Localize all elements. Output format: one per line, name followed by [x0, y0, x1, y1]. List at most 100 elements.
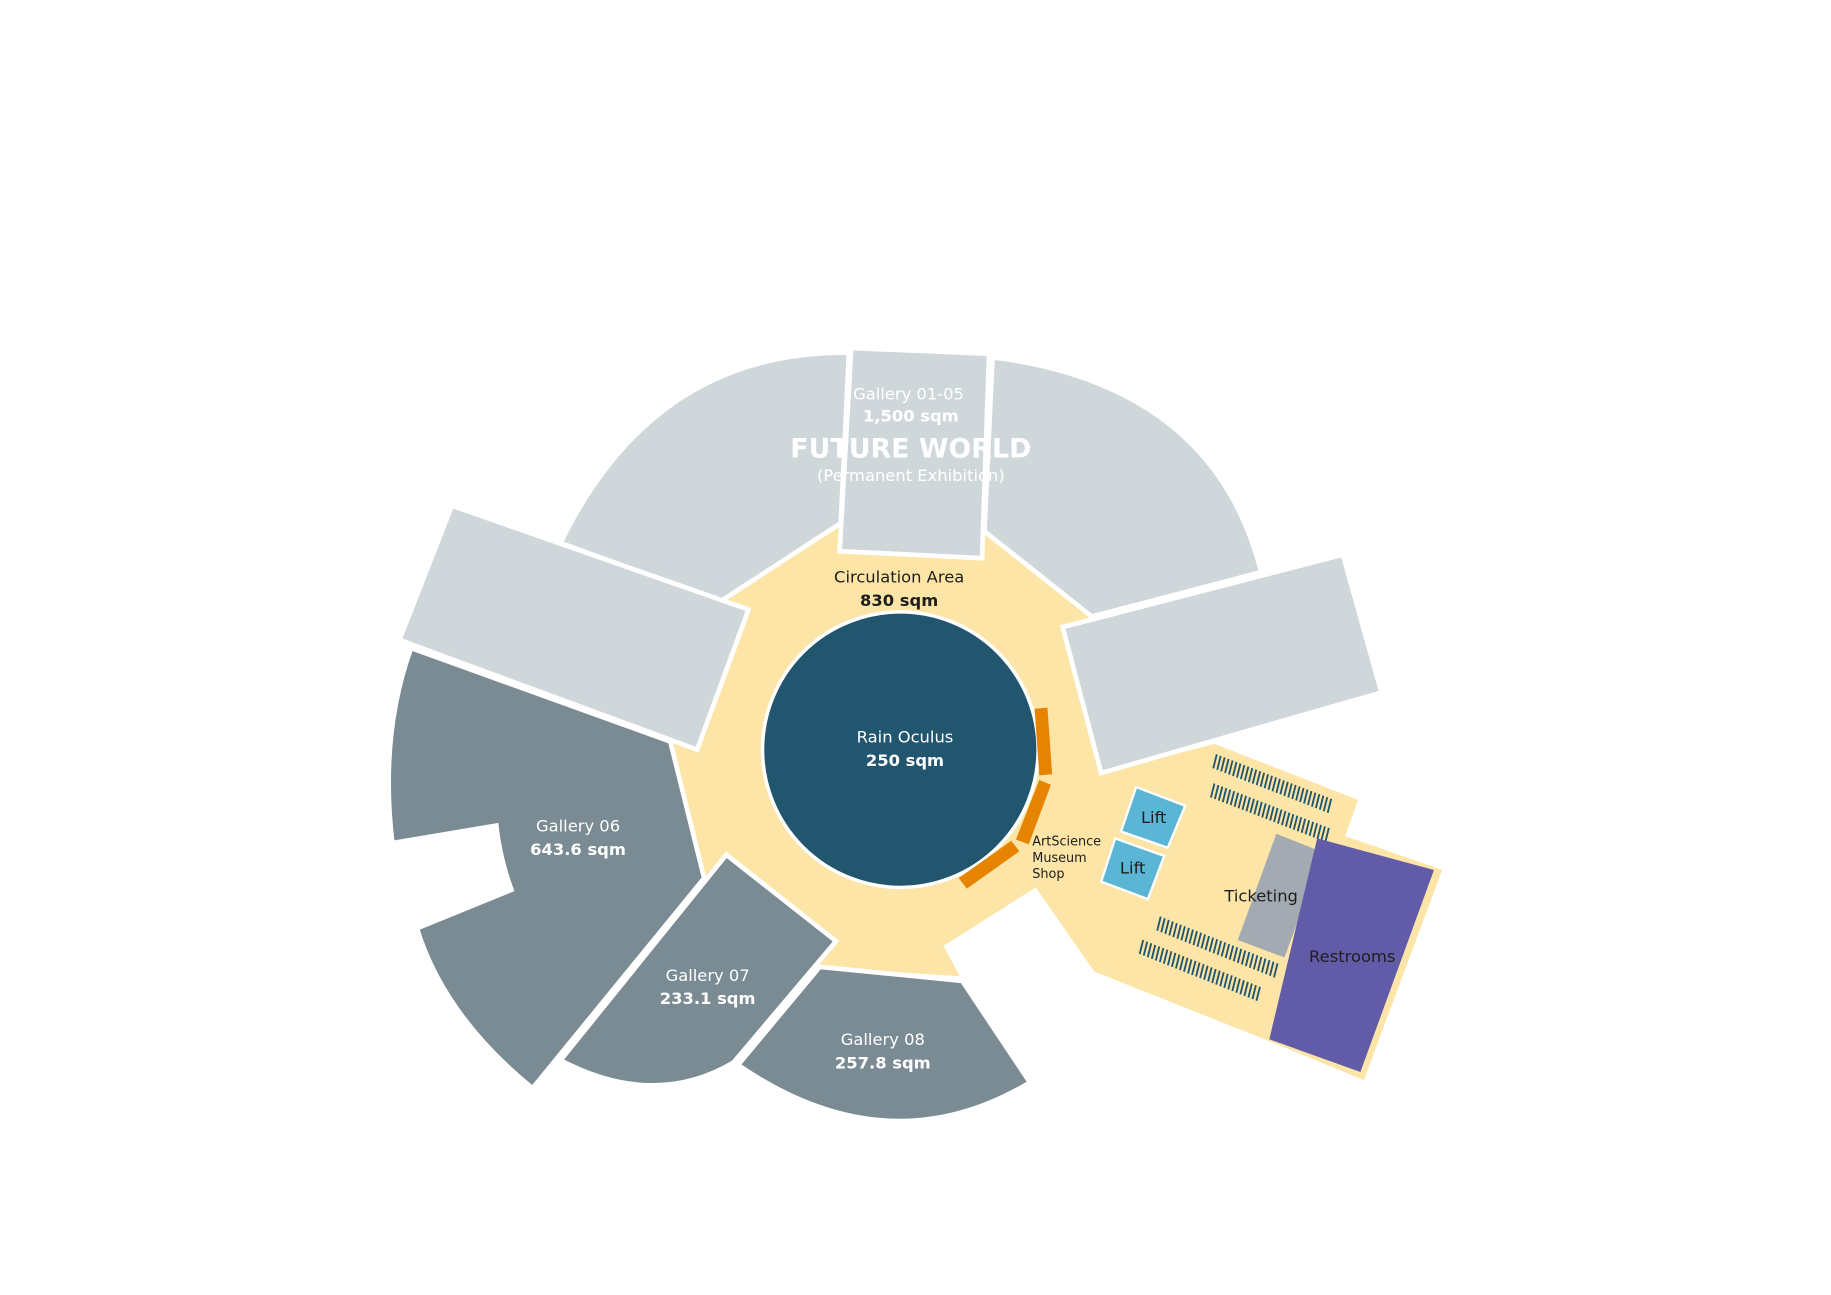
gallery-06[interactable] — [386, 645, 707, 1092]
hatch-mark — [1228, 760, 1234, 775]
ticketing-label: Ticketing — [1223, 886, 1298, 905]
gallery-left-block[interactable] — [396, 502, 752, 753]
hatch-mark — [1261, 958, 1267, 973]
hatch-mark — [1322, 796, 1329, 812]
hatch-mark — [1183, 957, 1189, 972]
hatch-mark — [1269, 806, 1275, 821]
hatch-mark — [1271, 777, 1277, 792]
hatch-mark — [1228, 945, 1235, 960]
hatch-mark — [1215, 970, 1221, 985]
gallery-01-05-right-wing[interactable] — [982, 354, 1264, 620]
hatch-mark — [1146, 943, 1153, 958]
hatch-mark — [1326, 798, 1333, 813]
gallery-01-05-center[interactable] — [837, 345, 992, 561]
hatch-mark — [1255, 986, 1261, 1001]
hatch-mark — [1212, 754, 1218, 769]
shop-segment — [1015, 780, 1051, 845]
oculus-label: Rain Oculus — [857, 728, 954, 747]
hatch-mark — [1244, 951, 1251, 967]
hatch-mark — [1267, 775, 1273, 791]
hatch-mark — [1180, 926, 1186, 941]
hatch-mark — [1203, 965, 1209, 981]
hatch-mark — [1308, 821, 1314, 837]
oculus-area: 250 sqm — [866, 751, 944, 770]
hatch-mark — [1249, 798, 1255, 814]
hatch-mark — [1217, 786, 1224, 801]
hatch-mark — [1263, 774, 1269, 789]
gallery-01-05-left-wing[interactable] — [557, 350, 852, 604]
hatch-mark — [1287, 783, 1293, 798]
hatch-mark — [1299, 787, 1305, 803]
hatch-mark — [1227, 975, 1233, 990]
hatch-mark — [1252, 955, 1259, 970]
hatch-mark — [1261, 803, 1267, 818]
circulation-label: Circulation Area — [834, 568, 964, 587]
gallery-06-label: Gallery 06 — [536, 816, 620, 835]
lift-1[interactable] — [1119, 785, 1187, 850]
hatch-mark — [1247, 983, 1253, 998]
hatch-mark — [1279, 780, 1285, 795]
museum-shop[interactable] — [958, 707, 1053, 889]
hatch-mark — [1277, 809, 1283, 824]
hatch-mark — [1216, 940, 1223, 956]
gallery-08[interactable] — [734, 964, 1034, 1124]
hatch-mark — [1311, 792, 1317, 807]
hatch-mark — [1235, 978, 1241, 993]
hatch-mark — [1324, 827, 1330, 843]
hatch-mark — [1220, 942, 1227, 957]
hatch-mark — [1199, 963, 1205, 979]
hatch-mark — [1236, 948, 1243, 964]
hatch-mark — [1241, 795, 1247, 811]
hatch-mark — [1303, 789, 1309, 804]
gallery-01-05[interactable] — [396, 345, 1385, 776]
hatch-mark — [1239, 980, 1245, 995]
hatch-mark — [1256, 956, 1263, 972]
escalator-hatching — [1138, 754, 1333, 1001]
gallery-01-05-label: Gallery 01-05 — [853, 384, 964, 403]
gallery-08-label: Gallery 08 — [841, 1030, 925, 1049]
ticketing-counter[interactable] — [1237, 833, 1324, 958]
lift-2-label: Lift — [1120, 858, 1146, 877]
hatch-mark — [1296, 816, 1303, 832]
hatch-mark — [1187, 959, 1193, 974]
hatch-mark — [1300, 818, 1307, 833]
gallery-right-block[interactable] — [1059, 551, 1385, 776]
shop-label-line3: Shop — [1032, 867, 1064, 882]
lift-2[interactable] — [1099, 836, 1166, 901]
hatch-mark — [1232, 947, 1239, 962]
hatch-mark — [1239, 764, 1246, 780]
hatch-mark — [1211, 968, 1217, 984]
hatch-mark — [1292, 815, 1299, 830]
hatch-mark — [1223, 973, 1229, 989]
hatch-mark — [1269, 961, 1275, 976]
lift-1-label: Lift — [1141, 808, 1167, 827]
gallery-07-area: 233.1 sqm — [660, 989, 756, 1008]
hatch-mark — [1216, 755, 1222, 771]
hatch-mark — [1243, 766, 1250, 781]
hatch-mark — [1166, 951, 1173, 966]
hatch-mark — [1213, 784, 1220, 800]
hatch-mark — [1251, 769, 1258, 784]
rain-oculus[interactable] — [760, 610, 1040, 890]
hatch-mark — [1224, 758, 1230, 774]
hatch-mark — [1314, 793, 1321, 809]
hatch-mark — [1172, 922, 1178, 938]
hatch-mark — [1237, 794, 1243, 809]
hatch-mark — [1312, 823, 1318, 838]
hatch-mark — [1158, 947, 1165, 963]
hatch-mark — [1316, 824, 1322, 840]
hatch-mark — [1273, 963, 1279, 978]
gallery-08-area: 257.8 sqm — [835, 1053, 931, 1072]
hatch-mark — [1233, 792, 1240, 807]
hatch-mark — [1248, 953, 1255, 968]
hatch-mark — [1243, 981, 1249, 997]
hatch-mark — [1229, 790, 1236, 806]
gallery-07[interactable] — [556, 851, 840, 1088]
hatch-mark — [1236, 763, 1242, 778]
hatch-mark — [1291, 784, 1297, 800]
hatch-mark — [1156, 916, 1162, 931]
hatch-mark — [1275, 778, 1281, 794]
restrooms[interactable] — [1269, 838, 1434, 1072]
hatch-mark — [1240, 950, 1247, 965]
